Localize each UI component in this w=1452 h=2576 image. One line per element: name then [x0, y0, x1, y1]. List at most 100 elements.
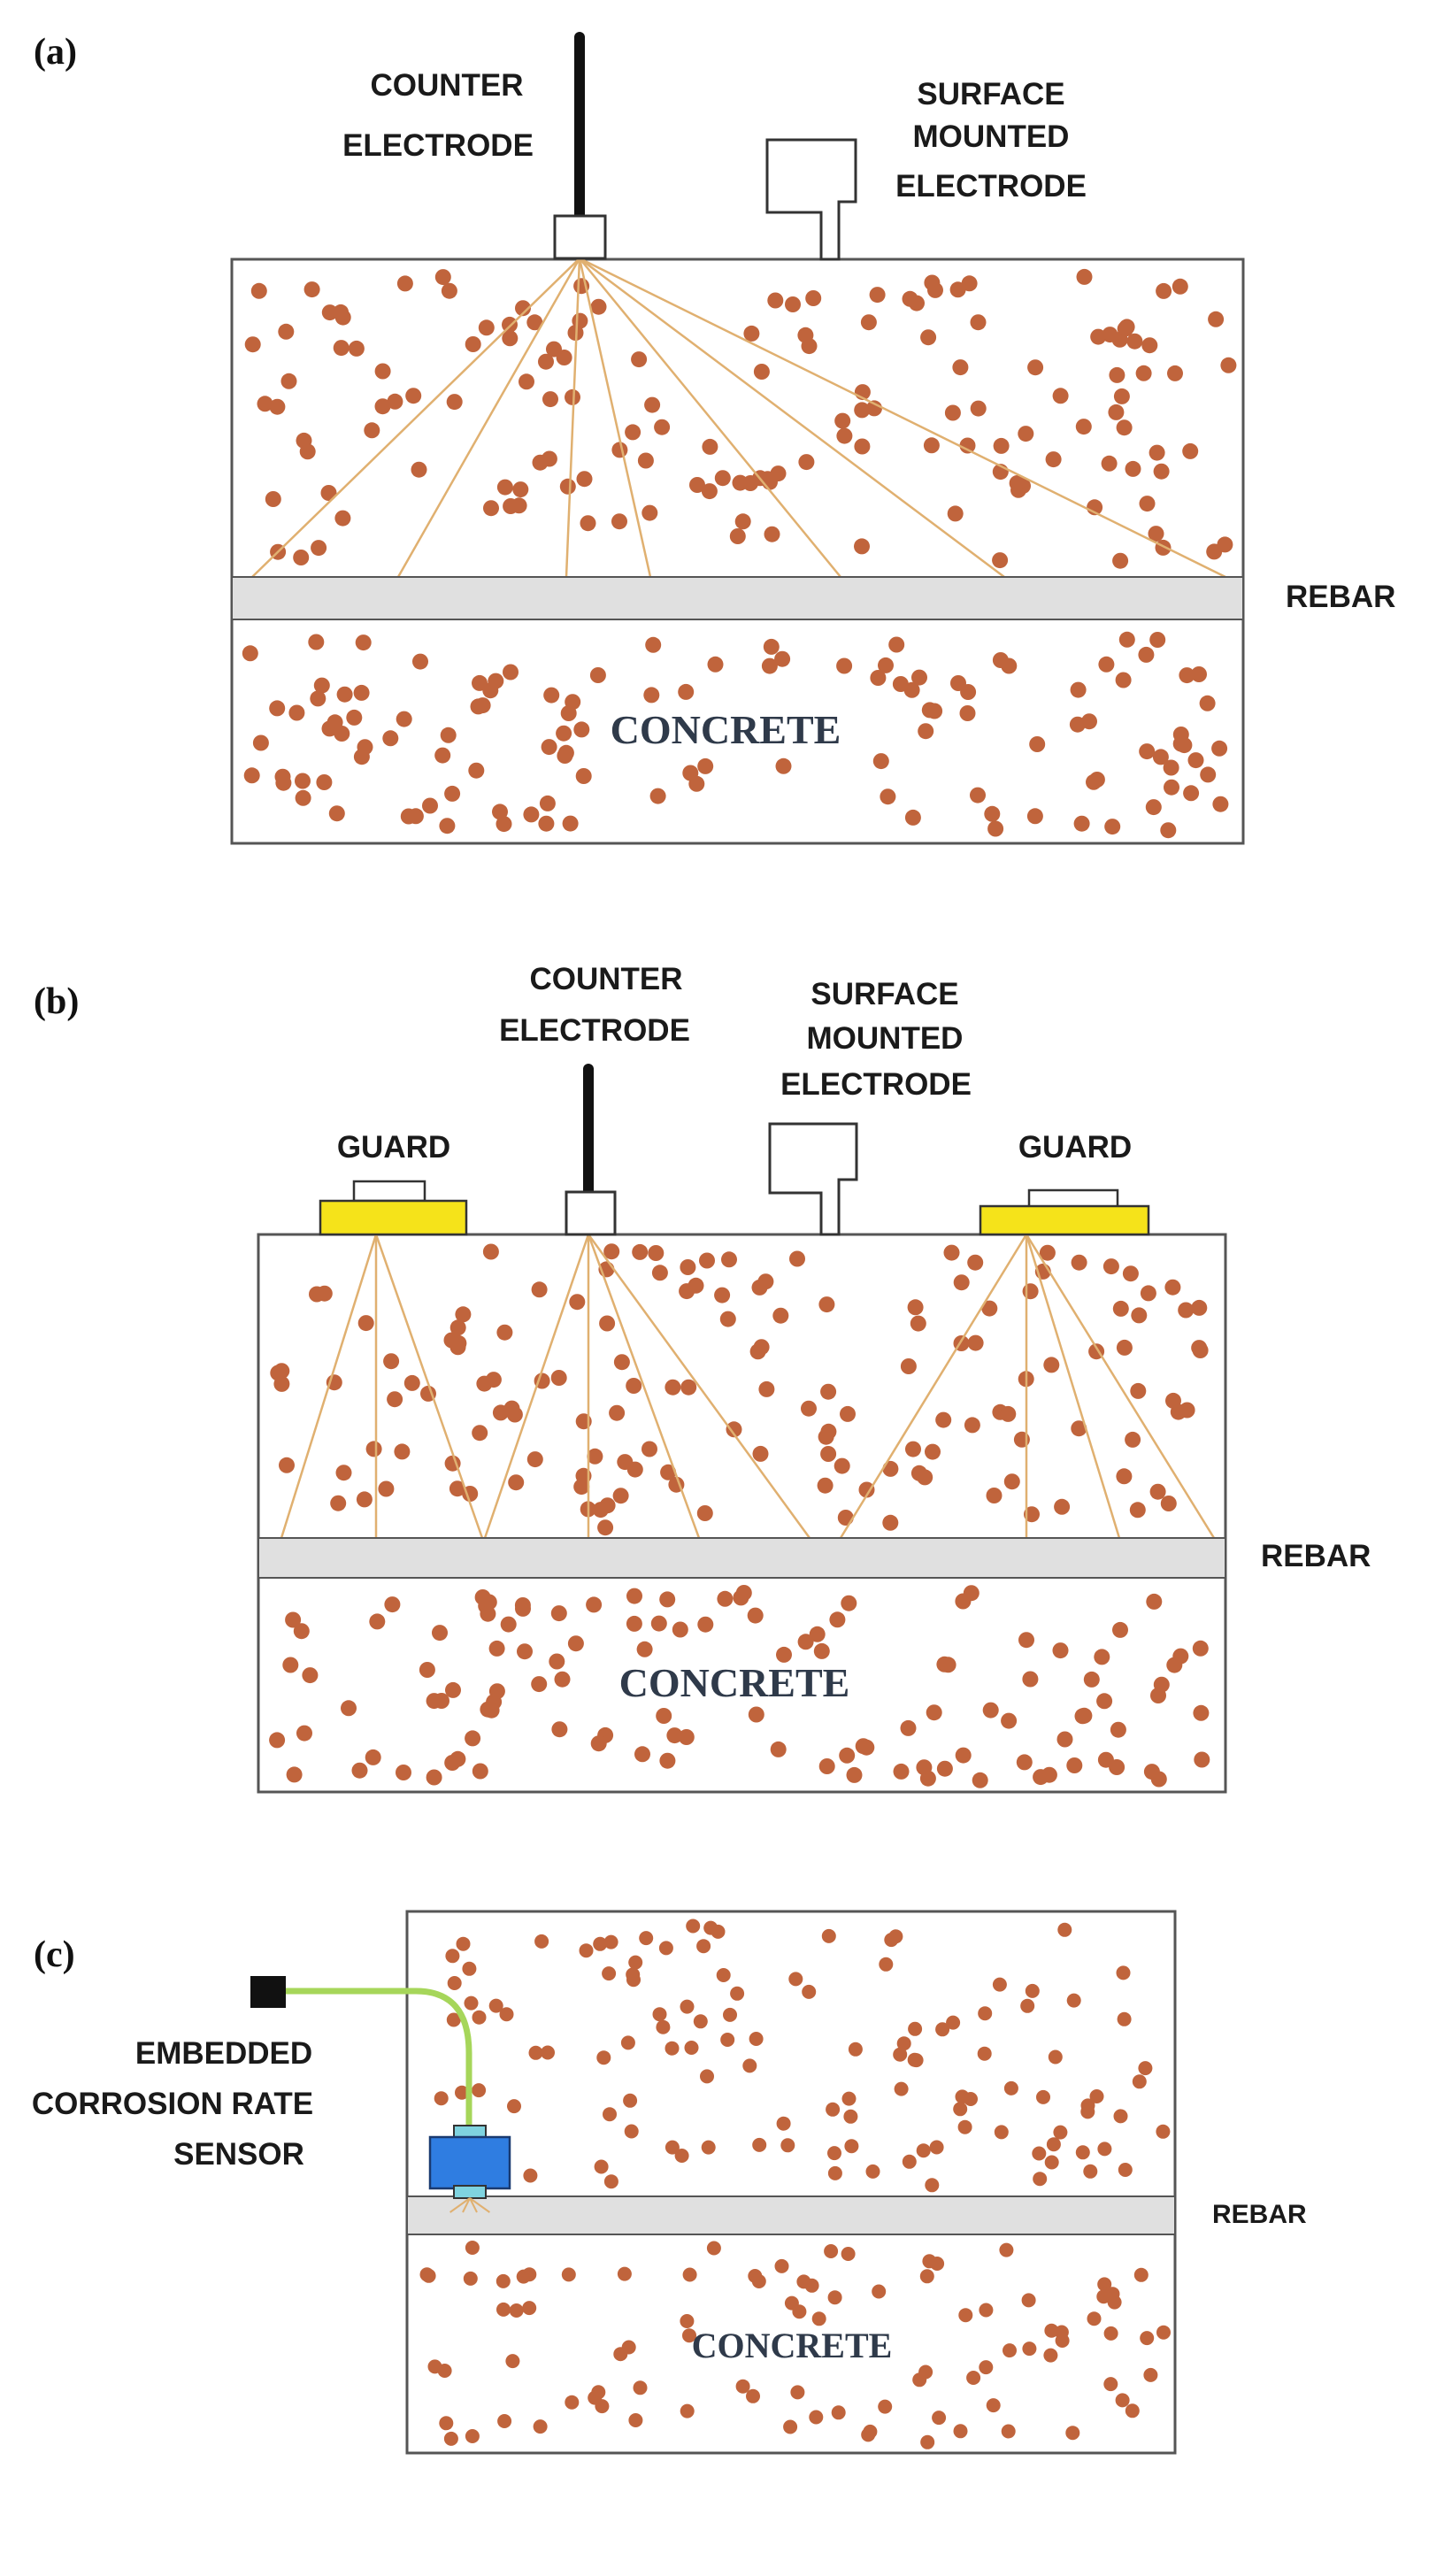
aggregate-dot: [1156, 282, 1172, 299]
aggregate-dot: [776, 2116, 791, 2131]
aggregate-dot: [1003, 1473, 1020, 1490]
current-line: [578, 258, 652, 578]
aggregate-dot: [920, 2434, 935, 2449]
aggregate-dot: [603, 2174, 618, 2189]
aggregate-dot: [696, 1505, 713, 1521]
aggregate-dot: [1112, 1300, 1129, 1317]
aggregate-dot: [550, 1370, 567, 1386]
aggregate-dot: [953, 2424, 968, 2439]
aggregate-dot: [964, 1417, 980, 1434]
aggregate-dot: [656, 2019, 671, 2034]
aggregate-dot: [1135, 365, 1152, 381]
aggregate-dot: [926, 1704, 942, 1721]
aggregate-dot: [626, 1967, 641, 1982]
aggregate-dot: [767, 292, 784, 309]
aggregate-dot: [603, 1243, 620, 1260]
aggregate-dot: [888, 1929, 903, 1944]
aggregate-dot: [1083, 2164, 1098, 2179]
aggregate-dot: [1045, 451, 1062, 468]
aggregate-dot: [465, 2429, 480, 2443]
aggregate-dot: [335, 1465, 352, 1481]
aggregate-dot: [827, 2290, 842, 2305]
aggregate-dot: [902, 2154, 917, 2169]
aggregate-dot: [449, 1750, 466, 1767]
aggregate-dot: [1192, 1640, 1209, 1657]
aggregate-dot: [908, 2021, 923, 2036]
aggregate-dot: [1149, 1483, 1166, 1500]
aggregate-dot: [1182, 442, 1199, 459]
aggregate-dot: [1208, 311, 1225, 327]
aggregate-dot: [462, 1961, 477, 1976]
aggregate-dot: [282, 1657, 299, 1673]
aggregate-dot: [992, 1977, 1007, 1992]
aggregate-dot: [935, 2022, 950, 2037]
aggregate-dot: [666, 1727, 683, 1744]
aggregate-dot: [820, 1446, 837, 1462]
aggregate-dot: [872, 753, 889, 770]
aggregate-dot: [449, 1319, 466, 1336]
aggregate-dot: [723, 2007, 737, 2022]
aggregate-dot: [1018, 426, 1034, 442]
aggregate-dot: [1001, 2424, 1016, 2439]
aggregate-dot: [445, 1681, 461, 1698]
aggregate-dot: [472, 2083, 487, 2098]
aggregate-dot: [953, 1274, 970, 1291]
aggregate-dot: [905, 1441, 921, 1457]
aggregate-dot: [841, 2091, 857, 2106]
aggregate-dot: [700, 2069, 714, 2084]
aggregate-dot: [1022, 1283, 1039, 1300]
aggregate-dot: [947, 505, 964, 522]
aggregate-dot: [659, 1752, 676, 1769]
aggregate-dot: [639, 1931, 654, 1946]
aggregate-dot: [396, 711, 412, 727]
aggregate-dot: [1199, 695, 1216, 711]
aggregate-dot: [472, 1763, 488, 1780]
aggregate-dot: [1070, 681, 1087, 698]
aggregate-dot: [446, 2012, 461, 2027]
aggregate-dot: [1036, 2089, 1050, 2104]
aggregate-dot: [841, 1595, 857, 1611]
aggregate-dot: [1083, 1671, 1100, 1688]
panel-b-guard-left: [319, 1199, 468, 1236]
aggregate-dot: [652, 2007, 667, 2022]
aggregate-dot: [921, 702, 938, 719]
aggregate-dot: [643, 687, 660, 704]
aggregate-dot: [1125, 2403, 1140, 2418]
aggregate-dot: [869, 287, 886, 304]
aggregate-dot: [293, 1623, 310, 1640]
aggregate-dot: [748, 2269, 763, 2283]
aggregate-dot: [970, 314, 987, 331]
aggregate-dot: [811, 2311, 826, 2326]
aggregate-dot: [1000, 1405, 1017, 1422]
aggregate-dot: [383, 1353, 400, 1370]
aggregate-dot: [967, 1254, 984, 1271]
aggregate-dot: [865, 2164, 880, 2179]
aggregate-dot: [831, 2405, 846, 2420]
aggregate-dot: [702, 438, 718, 455]
aggregate-dot: [365, 1441, 382, 1457]
aggregate-dot: [419, 2267, 434, 2282]
aggregate-dot: [824, 2244, 839, 2258]
aggregate-dot: [633, 2380, 648, 2395]
panel-a-rebar: [231, 576, 1244, 620]
aggregate-dot: [472, 1425, 488, 1442]
aggregate-dot: [356, 1491, 373, 1508]
aggregate-dot: [1103, 2326, 1118, 2341]
aggregate-dot: [250, 282, 267, 299]
aggregate-dot: [482, 1243, 499, 1260]
aggregate-dot: [631, 351, 648, 368]
aggregate-dot: [866, 400, 882, 417]
aggregate-dot: [1115, 2393, 1130, 2408]
aggregate-dot: [1112, 1621, 1128, 1638]
aggregate-dot: [827, 2146, 841, 2161]
aggregate-dot: [1066, 1757, 1083, 1773]
aggregate-dot: [384, 1596, 401, 1613]
aggregate-dot: [1193, 1704, 1210, 1721]
aggregate-dot: [774, 650, 791, 667]
aggregate-dot: [923, 437, 940, 454]
aggregate-dot: [837, 1510, 854, 1526]
aggregate-dot: [753, 364, 770, 380]
aggregate-dot: [632, 1243, 649, 1260]
aggregate-dot: [967, 1334, 984, 1351]
aggregate-dot: [445, 1949, 460, 1964]
